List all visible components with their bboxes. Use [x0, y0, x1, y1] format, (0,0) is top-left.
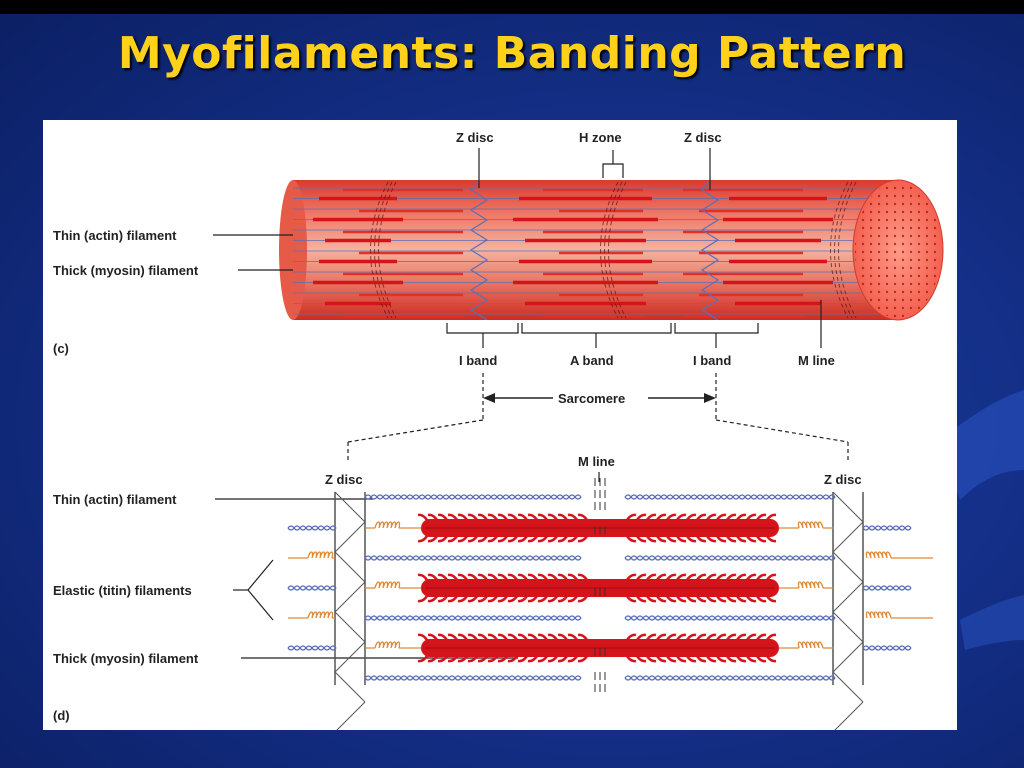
thick-filament-label-d: Thick (myosin) filament	[53, 651, 199, 666]
z-disc-label-c-right: Z disc	[684, 130, 722, 145]
panel-label-d: (d)	[53, 708, 70, 723]
z-disc-label-c-left: Z disc	[456, 130, 494, 145]
z-disc-label-d-right: Z disc	[824, 472, 862, 487]
slide-title: Myofilaments: Banding Pattern	[117, 28, 907, 79]
figure-panel: Thin (actin) filament Thick (myosin) fil…	[43, 120, 957, 730]
thin-filament-label-c: Thin (actin) filament	[53, 228, 177, 243]
sarcomere-detail	[287, 478, 933, 730]
thin-filament-label-d: Thin (actin) filament	[53, 492, 177, 507]
m-line-label-c: M line	[798, 353, 835, 368]
a-band-label: A band	[570, 353, 614, 368]
i-band-label-left: I band	[459, 353, 497, 368]
thick-filament-label-c: Thick (myosin) filament	[53, 263, 199, 278]
h-zone-label-c: H zone	[579, 130, 622, 145]
myofilament-diagram: Thin (actin) filament Thick (myosin) fil…	[53, 130, 944, 730]
fig-c-bottom-brackets: I band A band I band M line	[446, 300, 835, 368]
fig-d-labels: Z disc M line Z disc Thin (actin) filame…	[53, 454, 862, 723]
muscle-fiber-cylinder	[279, 179, 944, 321]
fig-c-left-labels: Thin (actin) filament Thick (myosin) fil…	[53, 228, 293, 356]
panel-label-c: (c)	[53, 341, 69, 356]
elastic-filament-label: Elastic (titin) filaments	[53, 583, 192, 598]
fig-c-top-labels: Z disc H zone Z disc	[456, 130, 722, 190]
i-band-label-right: I band	[693, 353, 731, 368]
z-disc-label-d-left: Z disc	[325, 472, 363, 487]
sarcomere-label: Sarcomere	[558, 391, 625, 406]
top-strip	[0, 0, 1024, 14]
sarcomere-indicator: Sarcomere	[347, 373, 849, 460]
m-line-label-d: M line	[578, 454, 615, 469]
